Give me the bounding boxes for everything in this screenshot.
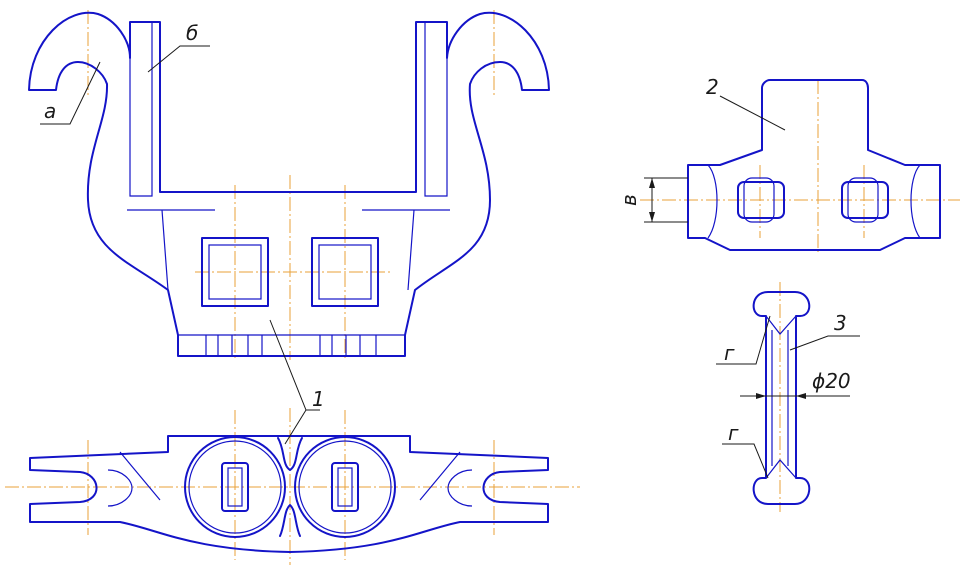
part1-top-view <box>28 10 550 360</box>
label-a: а <box>44 99 56 123</box>
label-diameter: ϕ20 <box>812 369 851 393</box>
label-b: б <box>186 21 198 45</box>
label-g-top: г <box>724 341 735 365</box>
part3-view <box>740 282 850 512</box>
label-part2: 2 <box>706 75 719 99</box>
part1-bottom-view <box>5 408 580 565</box>
label-g-bottom: г <box>728 421 739 445</box>
leader-lines <box>40 45 860 479</box>
label-part1: 1 <box>312 387 325 411</box>
label-v: в <box>617 194 641 206</box>
label-part3: 3 <box>834 311 847 335</box>
part2-view <box>640 79 960 252</box>
